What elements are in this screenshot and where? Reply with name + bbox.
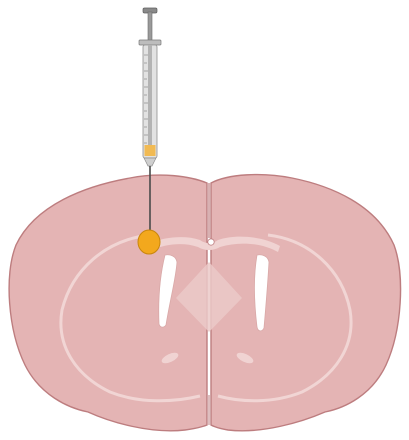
- syringe-tip: [144, 158, 156, 166]
- right-hemisphere: [211, 175, 401, 431]
- coronal-brain-section: [9, 175, 400, 431]
- midline-hole: [208, 239, 214, 245]
- syringe-flange: [139, 40, 161, 45]
- syringe-fluid: [145, 145, 156, 156]
- plunger-rod: [148, 12, 152, 42]
- injection-site-dot: [138, 230, 160, 254]
- plunger-inner: [148, 45, 152, 145]
